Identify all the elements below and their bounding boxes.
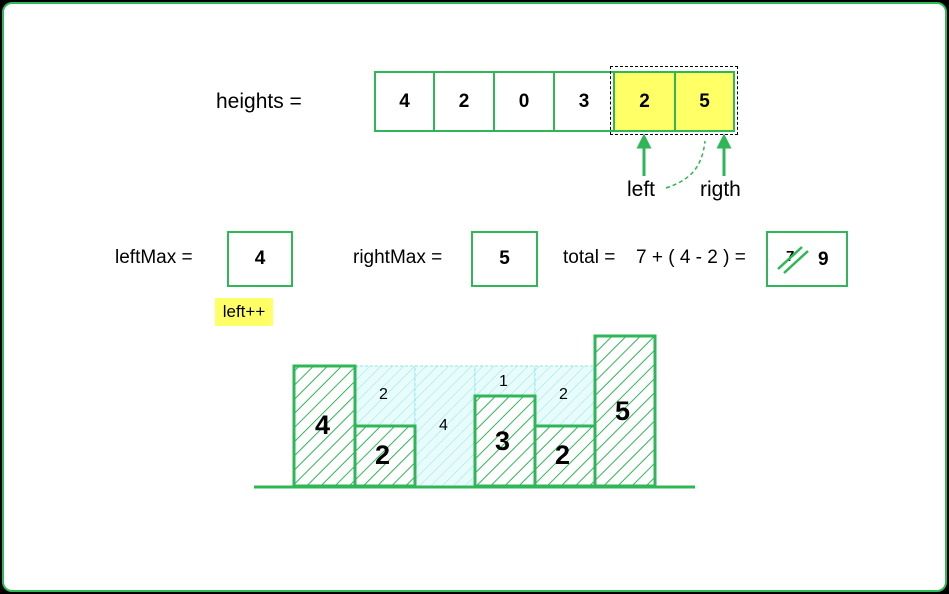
left-increment-badge: left++ xyxy=(215,298,273,326)
bar-label-1: 2 xyxy=(375,440,391,470)
height-cell-1: 2 xyxy=(433,71,495,132)
height-cell-3: 3 xyxy=(553,71,615,132)
bar-label-0: 4 xyxy=(315,410,331,440)
right-max-label: rightMax = xyxy=(353,247,443,268)
move-curve xyxy=(665,140,706,189)
bar-label-4: 2 xyxy=(555,440,571,470)
total-value: 9 xyxy=(818,249,829,270)
left-max-label: leftMax = xyxy=(115,247,193,268)
water-label-4: 2 xyxy=(559,386,568,403)
height-cell-0: 4 xyxy=(374,71,435,132)
total-expression: 7 + ( 4 - 2 ) = xyxy=(636,247,746,268)
water-label-2: 4 xyxy=(439,417,448,434)
bar-label-3: 3 xyxy=(495,426,511,456)
total-label: total = xyxy=(563,247,616,268)
height-cell-4: 2 xyxy=(613,71,676,132)
bar-label-5: 5 xyxy=(615,396,631,426)
left-pointer-label: left xyxy=(627,178,656,201)
right-pointer-label: rigth xyxy=(700,178,741,201)
water-label-1: 2 xyxy=(379,386,388,403)
pointer-highlight xyxy=(610,66,738,135)
heights-label: heights = xyxy=(216,90,302,113)
height-cell-5: 5 xyxy=(674,71,735,132)
total-box: 7 9 xyxy=(766,231,848,287)
left-max-box: 4 xyxy=(227,231,293,287)
water-label-3: 1 xyxy=(499,373,508,390)
right-max-box: 5 xyxy=(471,231,538,287)
strike-marks xyxy=(777,246,809,274)
